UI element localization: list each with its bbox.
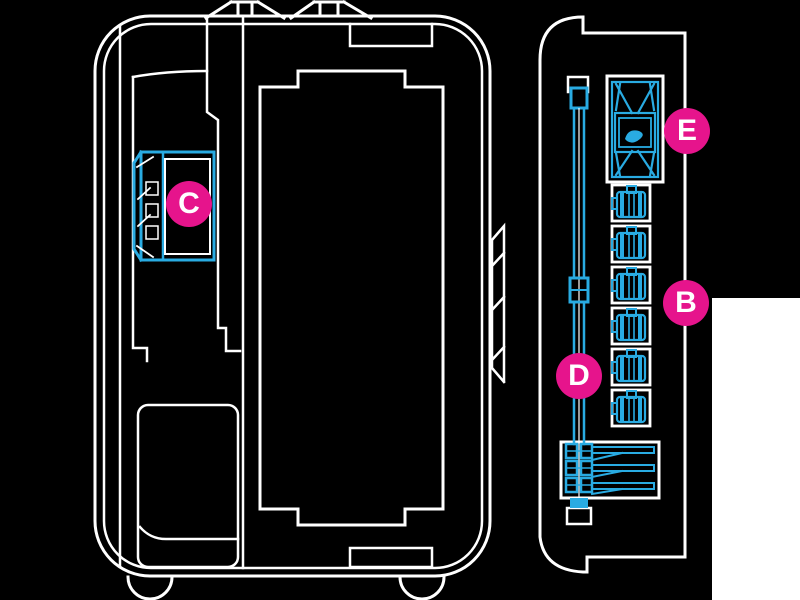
rod-end-bracket <box>565 506 593 526</box>
label-c: C <box>166 181 212 227</box>
body-outer-outline <box>93 14 492 578</box>
door-panel <box>258 69 445 527</box>
panel-top-line <box>131 69 209 79</box>
cropped-white-area <box>712 298 800 600</box>
top-hinge-brackets <box>203 0 374 21</box>
valve-b-4 <box>610 306 652 346</box>
component-e-highlight <box>605 74 665 184</box>
label-b: B <box>663 280 709 326</box>
body-inner-outline <box>102 22 484 570</box>
side-hinge-strip <box>490 222 506 384</box>
compartment <box>136 403 240 569</box>
stepped-frame-line <box>205 16 242 353</box>
valve-b-1 <box>610 183 652 223</box>
valve-b-6 <box>610 388 652 428</box>
caster-right <box>398 575 446 600</box>
front-view <box>93 0 506 600</box>
manifold-housing <box>559 440 661 500</box>
valve-b-3 <box>610 265 652 305</box>
lift-rod-highlight <box>568 86 590 508</box>
valves-b-highlight <box>610 183 652 428</box>
bottom-vent <box>348 546 434 569</box>
valve-b-5 <box>610 347 652 387</box>
top-vent <box>348 22 434 48</box>
label-d: D <box>556 353 602 399</box>
manifold-connectors-highlight <box>564 442 655 496</box>
compartment-inner-line <box>138 525 240 541</box>
side-view <box>538 15 687 574</box>
caster-left <box>126 575 174 600</box>
label-e: E <box>664 108 710 154</box>
rod-top-bracket <box>566 75 590 94</box>
valve-b-2 <box>610 224 652 264</box>
side-outline <box>538 15 687 574</box>
